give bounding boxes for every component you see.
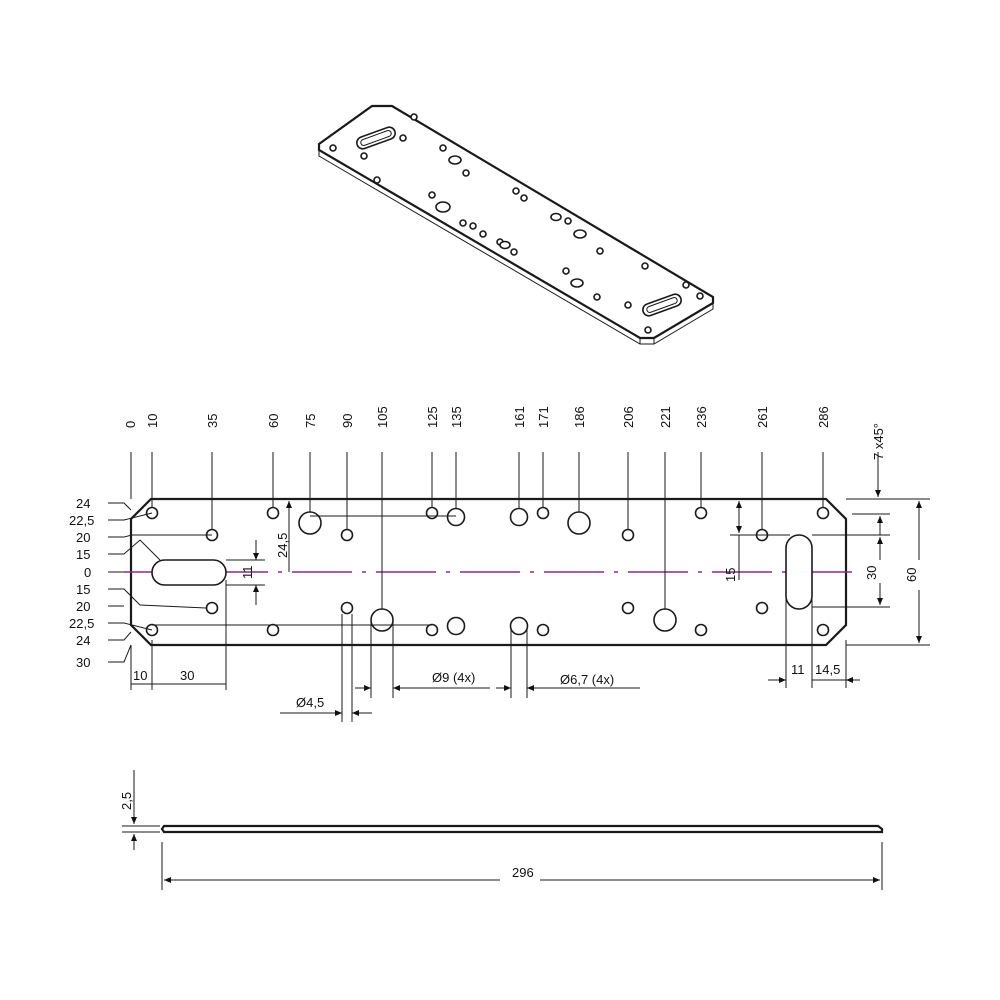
top-position-labels: 0 10 35 60 75 90 105 125 135 161 171 186… — [123, 406, 886, 460]
dim-24-5 — [283, 498, 300, 572]
dim-11-slot-text: 11 — [240, 566, 255, 580]
dim-30-text: 30 — [180, 668, 194, 683]
dim-slot-height — [226, 540, 265, 605]
callout-phi-9: Ø9 (4x) — [432, 670, 475, 685]
dim-thickness — [122, 770, 160, 850]
dim-bottom-right — [768, 585, 860, 688]
pos-label: 171 — [536, 406, 551, 428]
y-label: 0 — [84, 565, 91, 580]
holes-small — [145, 506, 830, 637]
y-label: 15 — [76, 547, 90, 562]
pos-label: 161 — [512, 406, 527, 428]
dim-length — [161, 842, 883, 890]
dim-10-text: 10 — [133, 668, 147, 683]
pos-label: 90 — [340, 414, 355, 428]
iso-slot-left — [356, 126, 396, 150]
holes-medium — [446, 507, 529, 636]
top-extension-lines — [130, 452, 824, 609]
dim-2-5-text: 2,5 — [119, 792, 134, 810]
y-label: 15 — [76, 582, 90, 597]
iso-holes — [329, 113, 704, 334]
left-leaders — [108, 502, 212, 663]
dim-phi-9 — [355, 620, 490, 698]
left-labels: 24 22,5 20 15 0 15 20 22,5 24 30 — [69, 496, 94, 670]
pos-label: 60 — [266, 414, 281, 428]
y-label: 20 — [76, 599, 90, 614]
iso-plate-edge — [318, 150, 714, 345]
pos-label: 135 — [449, 406, 464, 428]
pos-label: 75 — [303, 414, 318, 428]
y-label: 22,5 — [69, 616, 94, 631]
slot-left — [151, 559, 227, 586]
pos-label: 35 — [205, 414, 220, 428]
dim-60-text: 60 — [904, 568, 919, 582]
y-label: 24 — [76, 496, 90, 511]
plan-view: 0 10 35 60 75 90 105 125 135 161 171 186… — [69, 406, 930, 722]
dim-15 — [730, 501, 790, 580]
y-label: 30 — [76, 655, 90, 670]
pos-label: 236 — [694, 406, 709, 428]
dim-phi-6-7 — [496, 630, 640, 698]
iso-slot-right — [642, 293, 682, 317]
pos-label: 10 — [145, 414, 160, 428]
chamfer-label: 7 x45° — [871, 423, 886, 460]
y-label: 24 — [76, 633, 90, 648]
pos-label: 206 — [621, 406, 636, 428]
dim-bottom-left — [130, 580, 227, 690]
side-view: 2,5 296 — [119, 770, 884, 890]
pos-label: 286 — [816, 406, 831, 428]
dim-15-text: 15 — [723, 568, 738, 582]
slot-right — [785, 534, 813, 610]
pos-label: 125 — [425, 406, 440, 428]
dim-24-5-text: 24,5 — [275, 533, 290, 558]
dim-11-right-text: 11 — [791, 662, 805, 677]
y-label: 20 — [76, 530, 90, 545]
dim-30-right-text: 30 — [864, 566, 879, 580]
plate-outline — [129, 497, 848, 647]
pos-label: 105 — [375, 406, 390, 428]
side-plate — [160, 824, 884, 834]
dim-phi-4-5 — [280, 614, 372, 722]
isometric-view — [317, 104, 715, 345]
pos-label: 221 — [658, 406, 673, 428]
pos-label: 186 — [572, 406, 587, 428]
dim-14-5-text: 14,5 — [815, 662, 840, 677]
pos-label: 261 — [755, 406, 770, 428]
y-label: 22,5 — [69, 513, 94, 528]
pos-label: 0 — [123, 421, 138, 428]
callout-phi-6-7: Ø6,7 (4x) — [560, 672, 614, 687]
dim-right — [812, 452, 930, 646]
callout-phi-4-5: Ø4,5 — [296, 695, 324, 710]
dim-296-text: 296 — [512, 865, 534, 880]
